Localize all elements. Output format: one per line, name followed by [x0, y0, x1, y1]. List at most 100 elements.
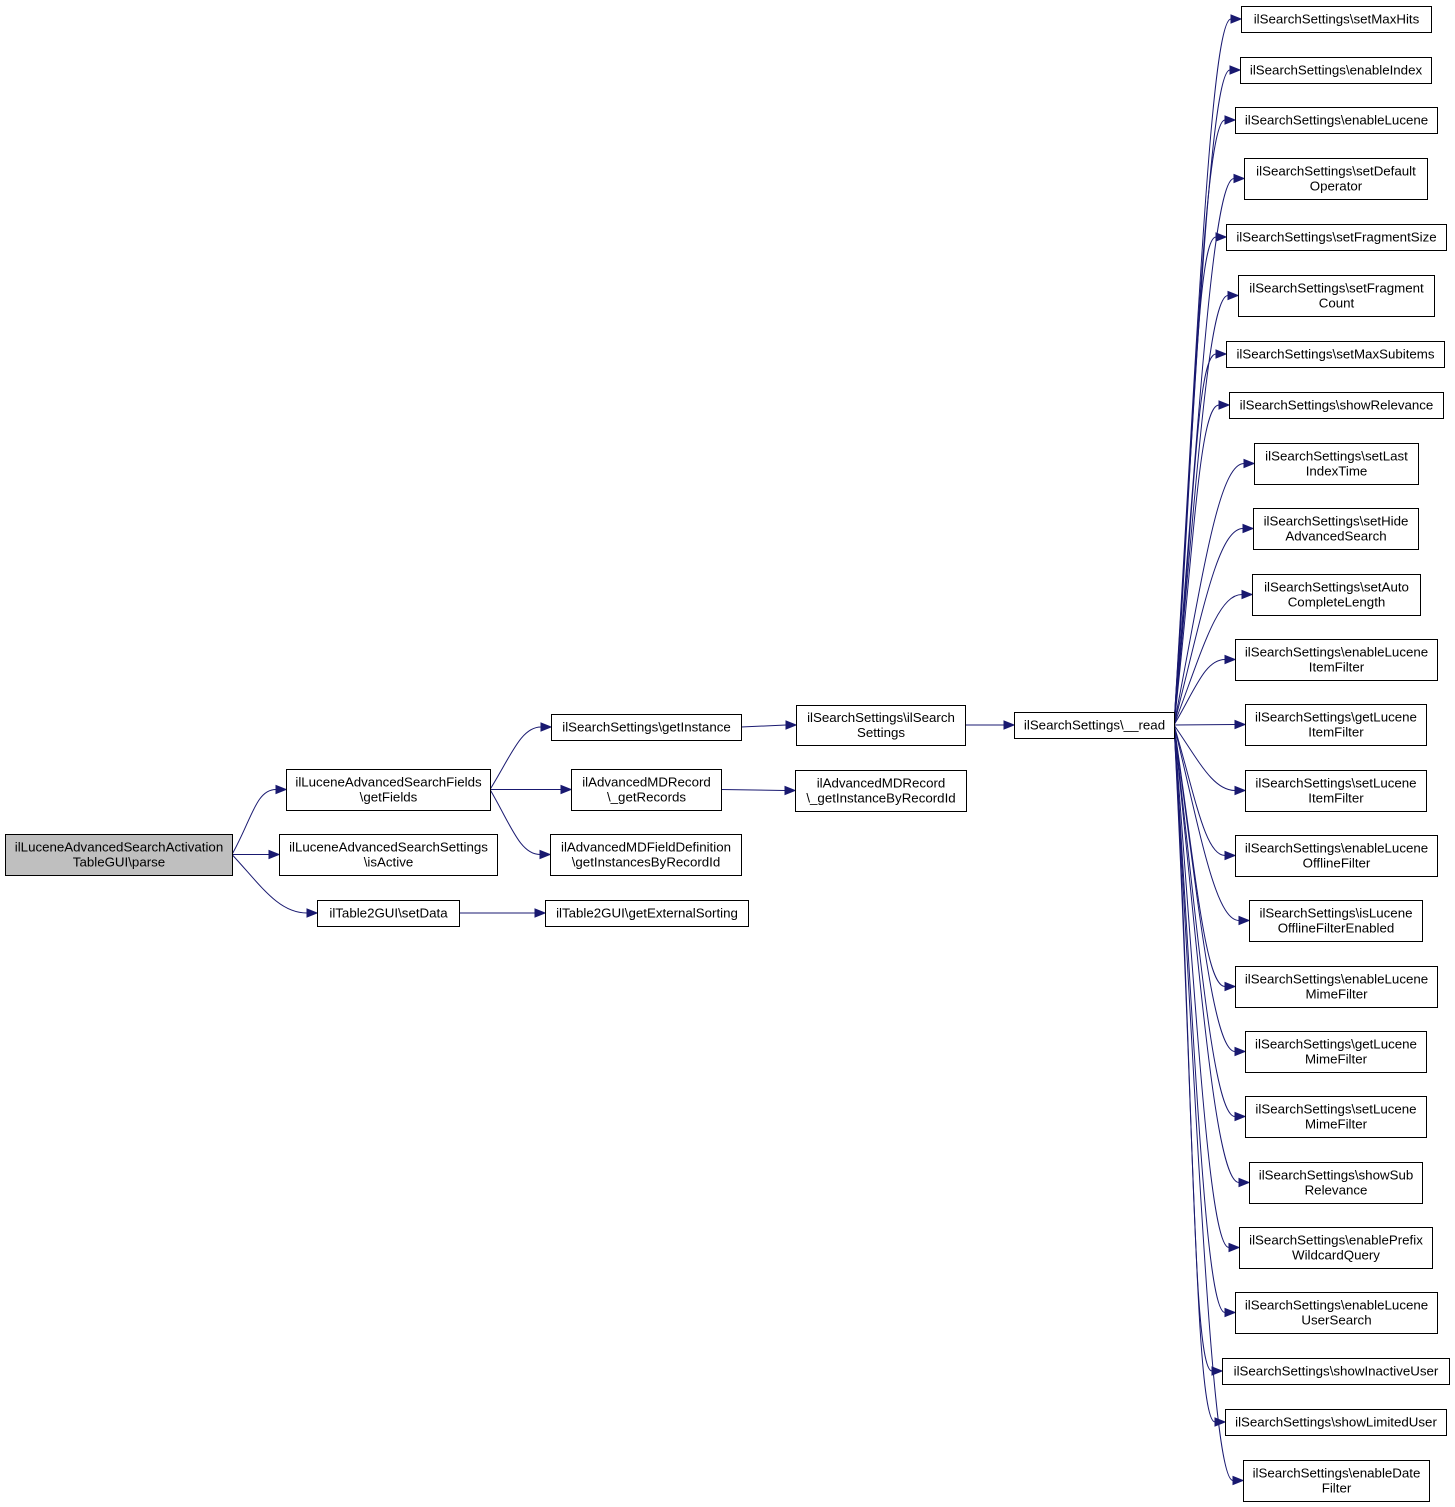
edge-root-to-getFields: [231, 784, 288, 855]
arrowhead: [1224, 115, 1237, 125]
edge-line: [489, 789, 541, 855]
node-read[interactable]: ilSearchSettings\__read: [1014, 712, 1175, 739]
node-r7[interactable]: ilSearchSettings\setMaxSubitems: [1226, 341, 1445, 368]
node-setData[interactable]: ilTable2GUI\setData: [317, 900, 460, 927]
arrowhead: [268, 849, 281, 860]
edge-setData-to-getExternalSorting: [459, 908, 547, 918]
node-box: [286, 769, 491, 811]
node-r5[interactable]: ilSearchSettings\setFragmentSize: [1226, 224, 1447, 251]
node-label-line: ilSearchSettings\setLucene: [1255, 776, 1416, 791]
arrowhead: [1238, 1177, 1251, 1188]
edge-line: [1173, 353, 1217, 726]
edge-line: [1173, 724, 1240, 921]
node-r15[interactable]: ilSearchSettings\enableLuceneOfflineFilt…: [1235, 835, 1438, 877]
node-getExternalSorting[interactable]: ilTable2GUI\getExternalSorting: [545, 900, 749, 927]
edge-read-to-r7: [1173, 349, 1228, 726]
node-label-line: ilSearchSettings\isLucene: [1259, 906, 1412, 921]
node-getInstancesByRecordId[interactable]: ilAdvancedMDFieldDefinition\getInstances…: [550, 834, 742, 876]
edge-line: [1173, 724, 1226, 1313]
node-label-line: ItemFilter: [1308, 791, 1364, 806]
edge-read-to-r3: [1173, 115, 1237, 726]
node-label-line: ilSearchSettings\getInstance: [562, 720, 731, 735]
node-getFields[interactable]: ilLuceneAdvancedSearchFields\getFields: [286, 769, 491, 811]
node-box: [1229, 392, 1444, 419]
node-box: [317, 900, 460, 927]
node-box: [1235, 835, 1438, 877]
node-label-line: ItemFilter: [1309, 660, 1365, 675]
arrowhead: [1238, 915, 1251, 926]
node-label-line: TableGUI\parse: [73, 855, 165, 870]
node-label-line: \getFields: [360, 790, 418, 805]
node-label-line: ilLuceneAdvancedSearchFields: [295, 775, 482, 790]
node-box: [1252, 574, 1421, 616]
node-r23[interactable]: ilSearchSettings\showInactiveUser: [1222, 1358, 1450, 1385]
node-box: [1235, 966, 1438, 1008]
node-r2[interactable]: ilSearchSettings\enableIndex: [1240, 57, 1432, 84]
node-label-line: CompleteLength: [1288, 595, 1386, 610]
node-label-line: Count: [1319, 296, 1355, 311]
node-label-line: ilSearchSettings\showRelevance: [1240, 398, 1434, 413]
node-label-line: \_getInstanceByRecordId: [806, 791, 955, 806]
node-label-line: ilSearchSettings\showLimitedUser: [1235, 1415, 1437, 1430]
node-box: [1249, 900, 1423, 942]
edge-line: [1173, 594, 1243, 726]
node-r16[interactable]: ilSearchSettings\isLuceneOfflineFilterEn…: [1249, 900, 1423, 942]
node-box: [550, 834, 742, 876]
edge-read-to-r16: [1173, 724, 1251, 926]
node-r21[interactable]: ilSearchSettings\enablePrefixWildcardQue…: [1239, 1227, 1433, 1269]
node-label-line: Relevance: [1305, 1183, 1368, 1198]
node-r3[interactable]: ilSearchSettings\enableLucene: [1235, 107, 1438, 134]
edge-ctor-to-read: [965, 720, 1016, 730]
node-label-line: ilSearchSettings\getLucene: [1255, 710, 1417, 725]
node-label-line: ilTable2GUI\getExternalSorting: [556, 906, 738, 921]
edge-read-to-r15: [1173, 724, 1237, 861]
node-getRecords[interactable]: ilAdvancedMDRecord\_getRecords: [571, 769, 722, 811]
node-r8[interactable]: ilSearchSettings\showRelevance: [1229, 392, 1444, 419]
node-r24[interactable]: ilSearchSettings\showLimitedUser: [1225, 1409, 1447, 1436]
node-box: [551, 714, 742, 741]
node-getInstance[interactable]: ilSearchSettings\getInstance: [551, 714, 742, 741]
node-label-line: ilSearchSettings\enableLucene: [1245, 972, 1428, 987]
edge-read-to-r19: [1173, 724, 1247, 1122]
edge-read-to-r24: [1173, 724, 1227, 1427]
arrowhead: [1224, 850, 1237, 861]
node-label-line: ilSearchSettings\__read: [1024, 718, 1165, 733]
node-label-line: ilAdvancedMDRecord: [817, 776, 946, 791]
node-getInstanceByRecordId[interactable]: ilAdvancedMDRecord\_getInstanceByRecordI…: [795, 770, 967, 812]
arrowhead: [1234, 719, 1247, 730]
node-label-line: ItemFilter: [1308, 725, 1364, 740]
node-r1[interactable]: ilSearchSettings\setMaxHits: [1241, 6, 1432, 33]
edge-line: [1173, 724, 1230, 1248]
node-ctor[interactable]: ilSearchSettings\ilSearchSettings: [796, 705, 966, 746]
arrowhead: [1215, 232, 1228, 242]
node-label-line: ilSearchSettings\getLucene: [1255, 1037, 1417, 1052]
node-label-line: ilAdvancedMDFieldDefinition: [561, 840, 731, 855]
node-box: [1226, 341, 1445, 368]
edge-line: [1173, 724, 1226, 856]
node-label-line: ilSearchSettings\enableLucene: [1245, 841, 1428, 856]
arrowhead: [1224, 1307, 1237, 1318]
node-isActive[interactable]: ilLuceneAdvancedSearchSettings\isActive: [279, 834, 498, 876]
node-label-line: ilLuceneAdvancedSearchActivation: [15, 840, 223, 855]
edge-line: [1173, 119, 1226, 726]
arrowhead: [560, 784, 573, 795]
edge-read-to-r18: [1173, 724, 1247, 1057]
node-label-line: OfflineFilter: [1303, 856, 1371, 871]
arrowhead: [1215, 349, 1228, 359]
node-root[interactable]: ilLuceneAdvancedSearchActivationTableGUI…: [5, 834, 233, 876]
edge-line: [1173, 463, 1245, 726]
